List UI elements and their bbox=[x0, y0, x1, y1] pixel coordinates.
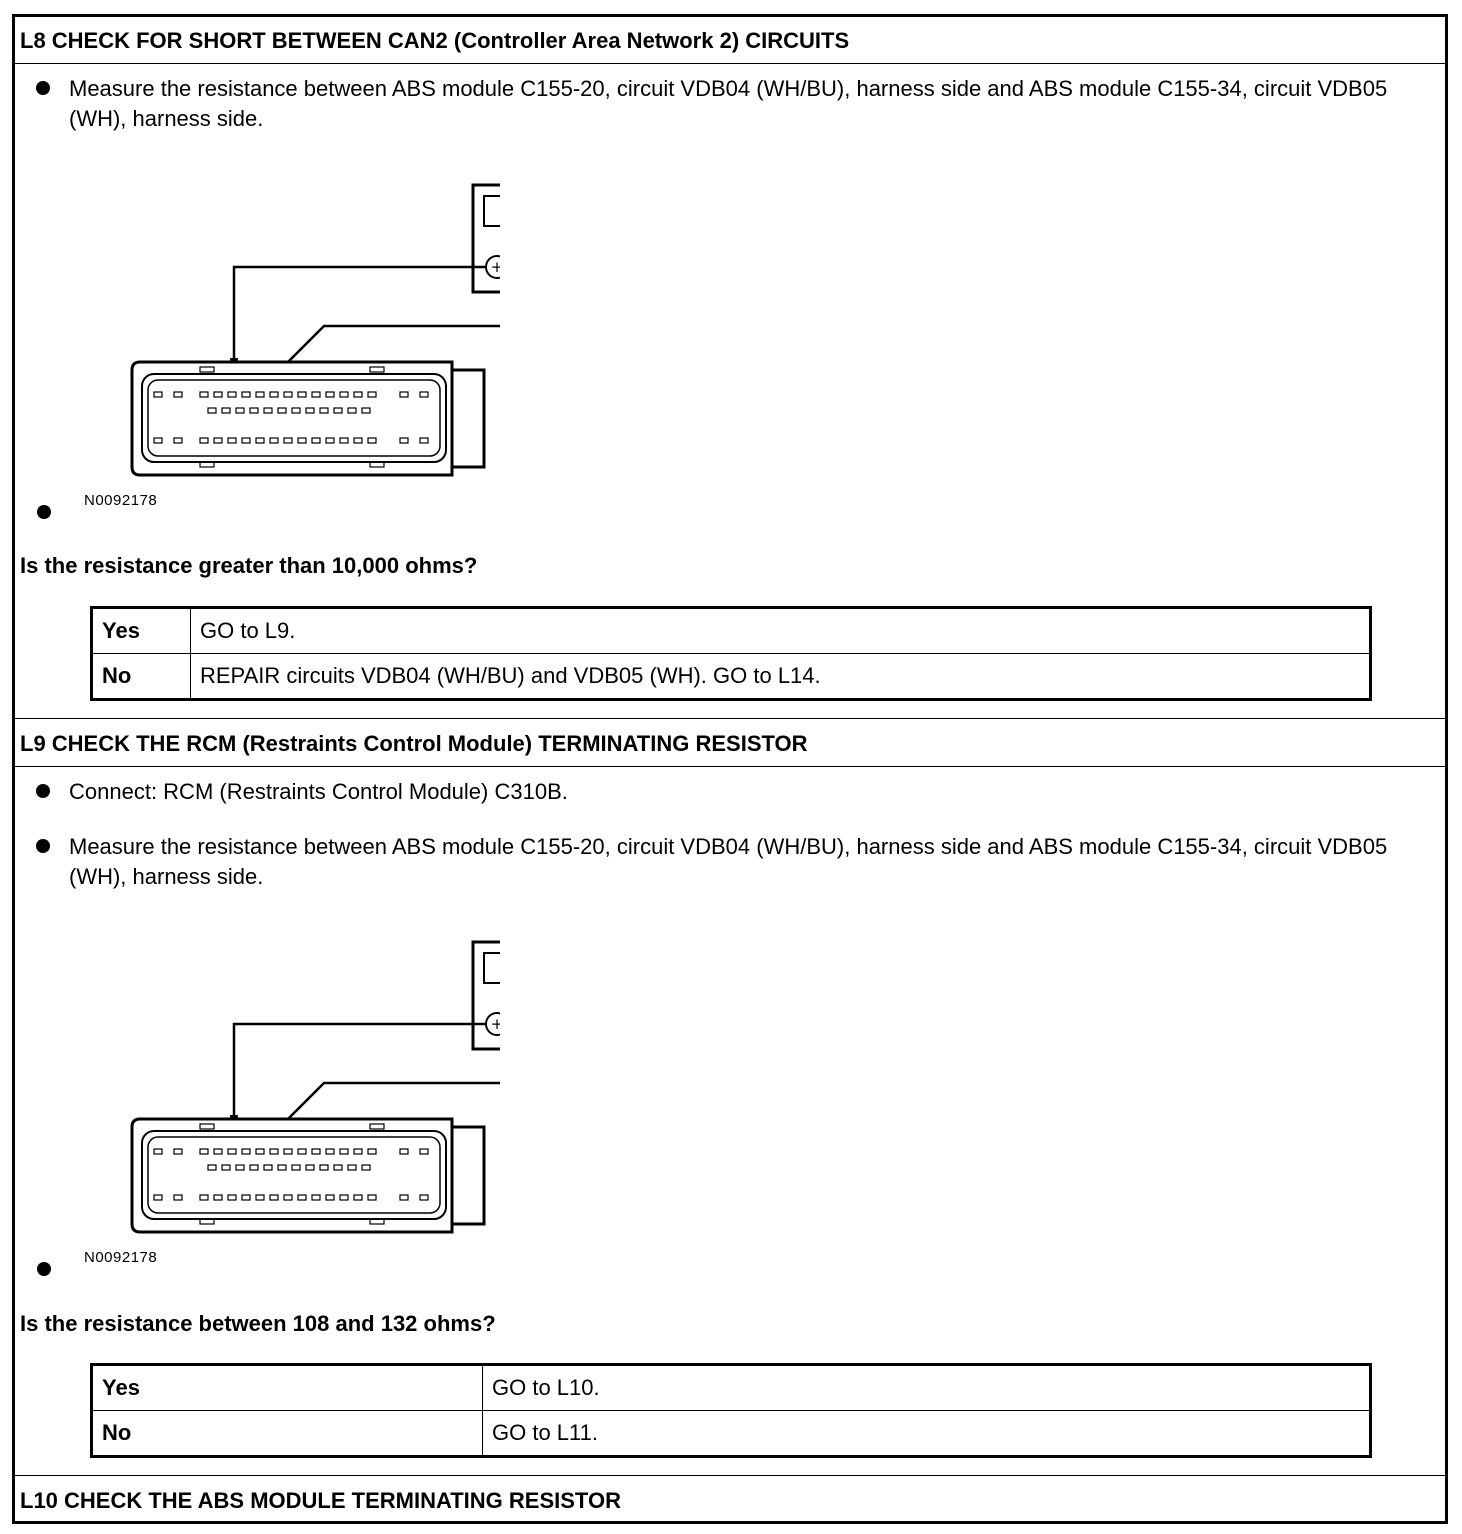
answer-key: Yes bbox=[91, 607, 191, 654]
figure-id: N0092178 bbox=[84, 492, 158, 509]
ohmmeter: Ω + − bbox=[471, 183, 500, 294]
instruction-l9-connect: Connect: RCM (Restraints Control Module)… bbox=[36, 777, 1426, 807]
ohmmeter: Ω + − bbox=[471, 940, 500, 1051]
divider bbox=[12, 766, 1448, 767]
question-l9: Is the resistance between 108 and 132 oh… bbox=[20, 1311, 496, 1336]
table-row: Yes GO to L9. bbox=[91, 607, 1371, 654]
table-row: No REPAIR circuits VDB04 (WH/BU) and VDB… bbox=[91, 653, 1371, 700]
bullet-icon bbox=[37, 1262, 51, 1276]
connector bbox=[130, 1117, 486, 1234]
instruction-l9-measure: Measure the resistance between ABS modul… bbox=[36, 832, 1426, 892]
step-title-l9: L9 CHECK THE RCM (Restraints Control Mod… bbox=[20, 731, 808, 756]
bullet-icon bbox=[37, 505, 51, 519]
answer-action: GO to L11. bbox=[482, 1410, 1371, 1457]
answer-action: GO to L10. bbox=[482, 1364, 1371, 1411]
bullet-icon bbox=[36, 784, 50, 798]
table-row: Yes GO to L10. bbox=[91, 1364, 1371, 1411]
instruction-text: Connect: RCM (Restraints Control Module)… bbox=[69, 779, 568, 804]
step-title-l10: L10 CHECK THE ABS MODULE TERMINATING RES… bbox=[20, 1488, 621, 1513]
bullet-icon bbox=[36, 81, 50, 95]
answer-key: No bbox=[91, 653, 191, 700]
ohmmeter-connector-diagram-l9: Ω + − bbox=[130, 940, 500, 1234]
answer-key: No bbox=[91, 1410, 483, 1457]
plus-terminal: + bbox=[491, 1015, 500, 1033]
bullet-icon bbox=[36, 839, 50, 853]
divider bbox=[12, 1475, 1448, 1476]
answer-table-l9: Yes GO to L10. No GO to L11. bbox=[90, 1363, 1372, 1458]
answer-key: Yes bbox=[91, 1364, 483, 1411]
instruction-text: Measure the resistance between ABS modul… bbox=[69, 76, 1388, 131]
plus-terminal: + bbox=[491, 258, 500, 276]
connector bbox=[130, 360, 486, 477]
answer-action: REPAIR circuits VDB04 (WH/BU) and VDB05 … bbox=[190, 653, 1371, 700]
answer-table-l8: Yes GO to L9. No REPAIR circuits VDB04 (… bbox=[90, 606, 1372, 701]
divider bbox=[12, 718, 1448, 719]
divider bbox=[12, 63, 1448, 64]
instruction-text: Measure the resistance between ABS modul… bbox=[69, 834, 1388, 889]
question-l8: Is the resistance greater than 10,000 oh… bbox=[20, 553, 478, 578]
ohmmeter-connector-diagram-l8: Ω + − bbox=[130, 183, 500, 477]
table-row: No GO to L11. bbox=[91, 1410, 1371, 1457]
procedure-frame bbox=[12, 14, 1448, 1524]
instruction-l8-measure: Measure the resistance between ABS modul… bbox=[36, 74, 1426, 134]
answer-action: GO to L9. bbox=[190, 607, 1371, 654]
figure-id: N0092178 bbox=[84, 1249, 158, 1266]
step-title-l8: L8 CHECK FOR SHORT BETWEEN CAN2 (Control… bbox=[20, 28, 850, 53]
